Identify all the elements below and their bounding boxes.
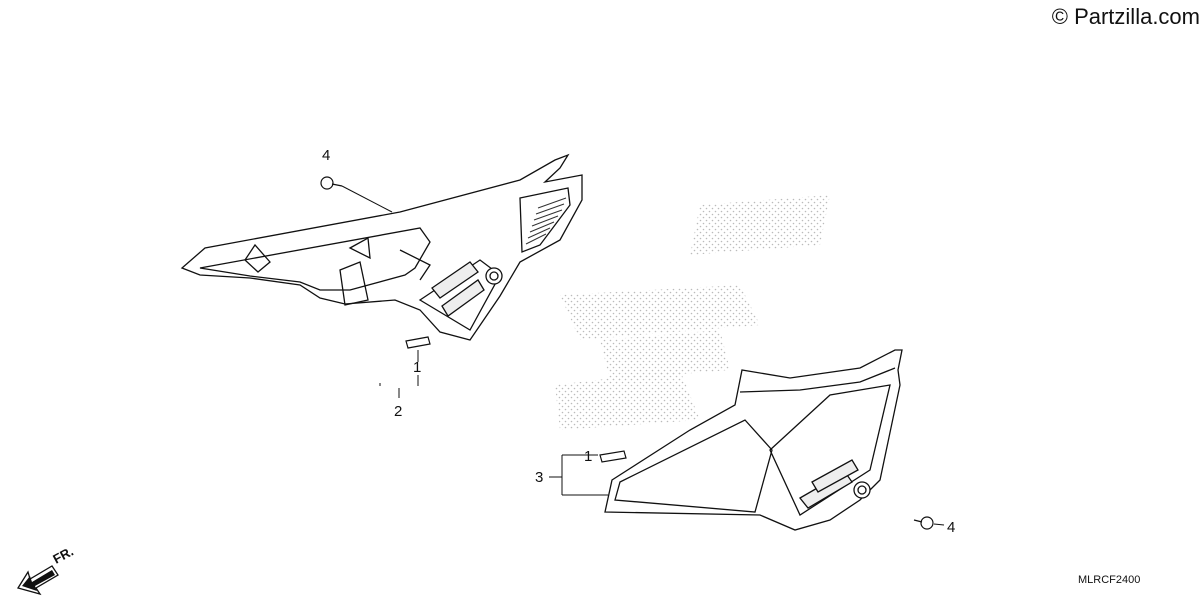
front-direction-label: FR. — [50, 544, 76, 567]
callout-3: 3 — [535, 469, 543, 486]
screw-bottom — [913, 516, 934, 530]
diagram-code: MLRCF2400 — [1078, 574, 1141, 586]
callout-4-top: 4 — [322, 147, 330, 164]
background-logo-stipple — [555, 195, 830, 430]
screw-top — [320, 176, 343, 190]
leader-lines — [341, 185, 945, 526]
watermark-text: © Partzilla.com — [1051, 4, 1200, 29]
callout-4-bottom: 4 — [947, 519, 955, 536]
callout-1-bottom: 1 — [584, 448, 592, 465]
clip-bottom — [599, 450, 627, 463]
side-cover-right — [604, 349, 903, 531]
front-direction-arrow — [16, 565, 59, 596]
side-cover-left — [180, 153, 583, 341]
clip-top — [405, 336, 431, 349]
callout-2: 2 — [394, 403, 402, 420]
callout-1-top: 1 — [413, 359, 421, 376]
